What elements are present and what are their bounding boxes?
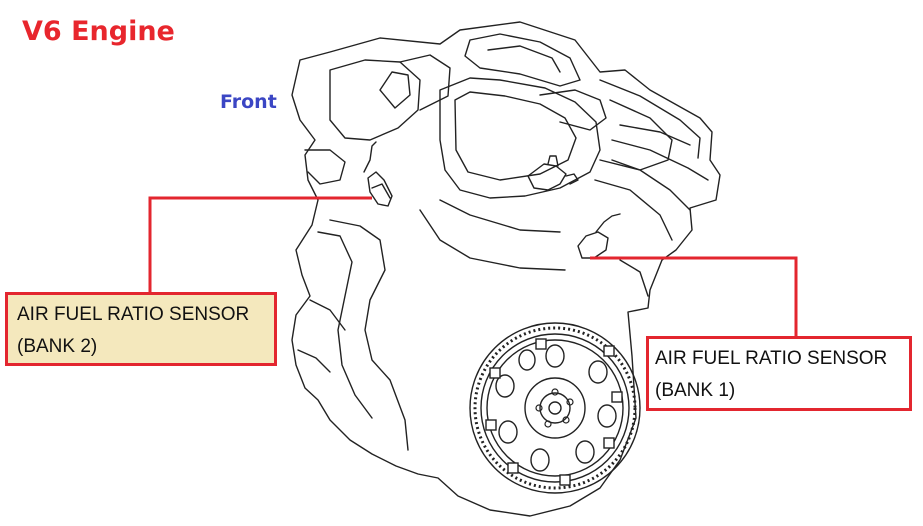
flywheel-ring-teeth (473, 326, 637, 490)
callout-bank2-line1: AIR FUEL RATIO SENSOR (17, 304, 250, 325)
engine-outline (291, 21, 721, 517)
leader-line-bank2 (148, 196, 372, 292)
flywheel-holes (495, 344, 617, 472)
callout-bank2-line2: (BANK 2) (17, 336, 98, 357)
callout-bank1-line1: AIR FUEL RATIO SENSOR (655, 348, 888, 369)
flywheel (469, 322, 641, 494)
diagram-title: V6 Engine (22, 16, 175, 47)
flywheel-ring-outer (469, 322, 641, 494)
callout-bank1-line2: (BANK 1) (655, 380, 736, 401)
callout-bank1: AIR FUEL RATIO SENSOR (BANK 1) (646, 336, 912, 411)
leader-lines (148, 196, 798, 336)
callout-bank2: AIR FUEL RATIO SENSOR (BANK 2) (5, 292, 277, 366)
flywheel-bolts (535, 388, 574, 428)
engine-drawing (291, 21, 721, 517)
flywheel-tabs (485, 338, 623, 486)
flywheel-hub (524, 377, 586, 439)
front-direction-label: Front (220, 91, 277, 113)
leader-line-bank1 (590, 256, 798, 336)
